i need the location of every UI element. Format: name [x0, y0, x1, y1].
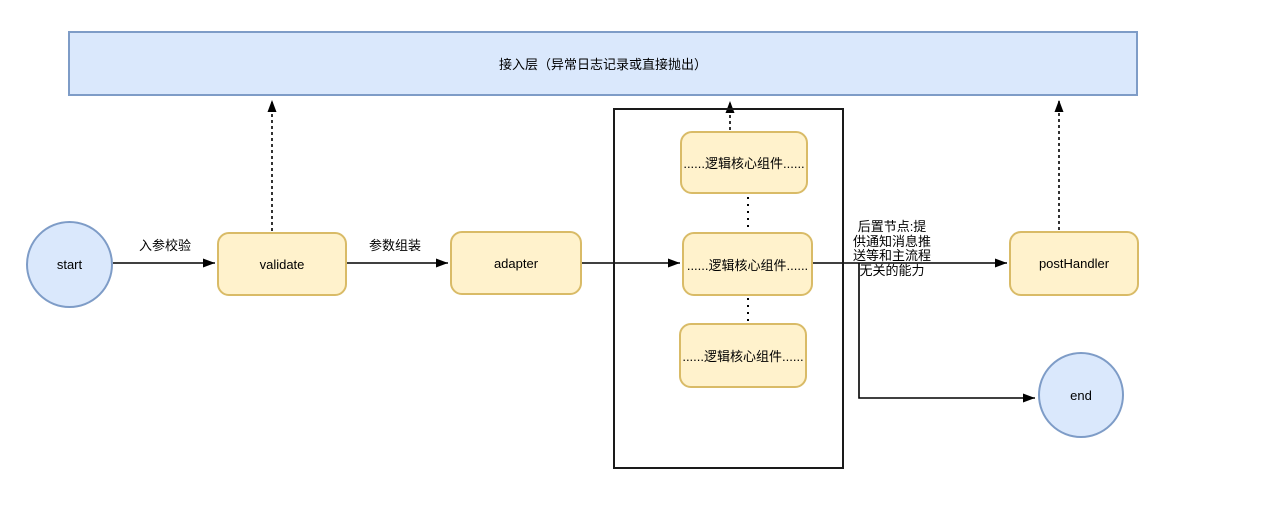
node-core-component-top-label: ......逻辑核心组件......	[683, 156, 805, 171]
node-start-label: start	[56, 257, 83, 272]
node-end: end	[1038, 352, 1124, 438]
node-posthandler: postHandler	[1009, 231, 1139, 296]
node-start: start	[26, 221, 113, 308]
edge-core-to-end	[858, 263, 1035, 403]
node-adapter: adapter	[450, 231, 582, 295]
node-core-component-bottom: ......逻辑核心组件......	[679, 323, 807, 388]
node-posthandler-label: postHandler	[1038, 256, 1110, 271]
access-layer-banner: 接入层（异常日志记录或直接抛出）	[68, 31, 1138, 96]
core-components-container	[613, 108, 844, 469]
node-validate: validate	[217, 232, 347, 296]
node-adapter-label: adapter	[493, 255, 539, 271]
node-validate-label: validate	[259, 256, 305, 272]
node-core-component-middle-label: ......逻辑核心组件......	[686, 257, 809, 273]
node-core-component-top: ......逻辑核心组件......	[680, 131, 808, 194]
edge-label-param-assembly: 参数组装	[368, 238, 421, 253]
node-core-component-middle: ......逻辑核心组件......	[682, 232, 813, 296]
edge-label-input-validation: 入参校验	[138, 238, 191, 253]
node-end-label: end	[1070, 387, 1092, 403]
node-core-component-bottom-label: ......逻辑核心组件......	[682, 349, 804, 364]
access-layer-banner-label: 接入层（异常日志记录或直接抛出）	[498, 57, 707, 72]
edge-label-post-node-description: 后置节点:提 供通知消息推 送等和主流程 无关的能力	[852, 219, 931, 278]
